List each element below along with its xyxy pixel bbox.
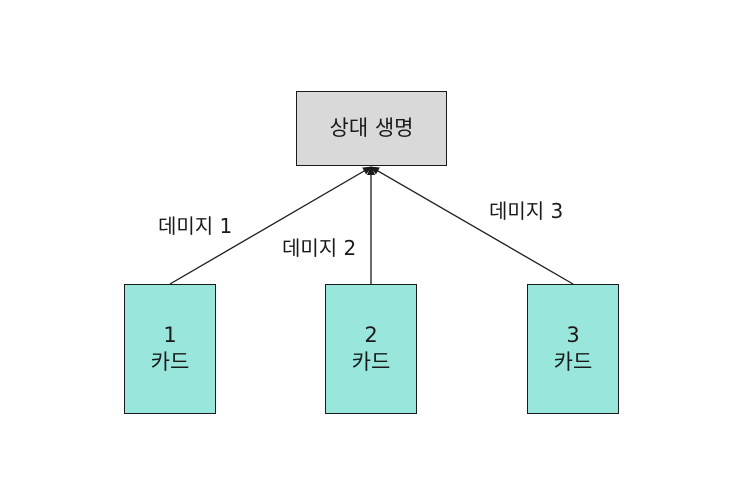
card-2-number: 2 xyxy=(364,323,378,347)
card-1-number: 1 xyxy=(163,323,177,347)
card-2-label: 카드 xyxy=(351,350,391,374)
card-3-number: 3 xyxy=(566,323,580,347)
card-2-box: 2 카드 xyxy=(325,284,417,414)
opponent-life-label: 상대 생명 xyxy=(329,116,414,140)
edge-card-1-to-target xyxy=(169,166,372,285)
card-1-label: 카드 xyxy=(150,350,190,374)
card-3-box: 3 카드 xyxy=(527,284,619,414)
edge-label-damage-1: 데미지 1 xyxy=(158,214,233,238)
edge-card-3-to-target xyxy=(370,166,574,285)
edge-label-damage-3: 데미지 3 xyxy=(489,199,564,223)
card-3-label: 카드 xyxy=(553,350,593,374)
opponent-life-box: 상대 생명 xyxy=(296,91,447,166)
edge-label-damage-2: 데미지 2 xyxy=(282,236,357,260)
card-1-box: 1 카드 xyxy=(124,284,216,414)
